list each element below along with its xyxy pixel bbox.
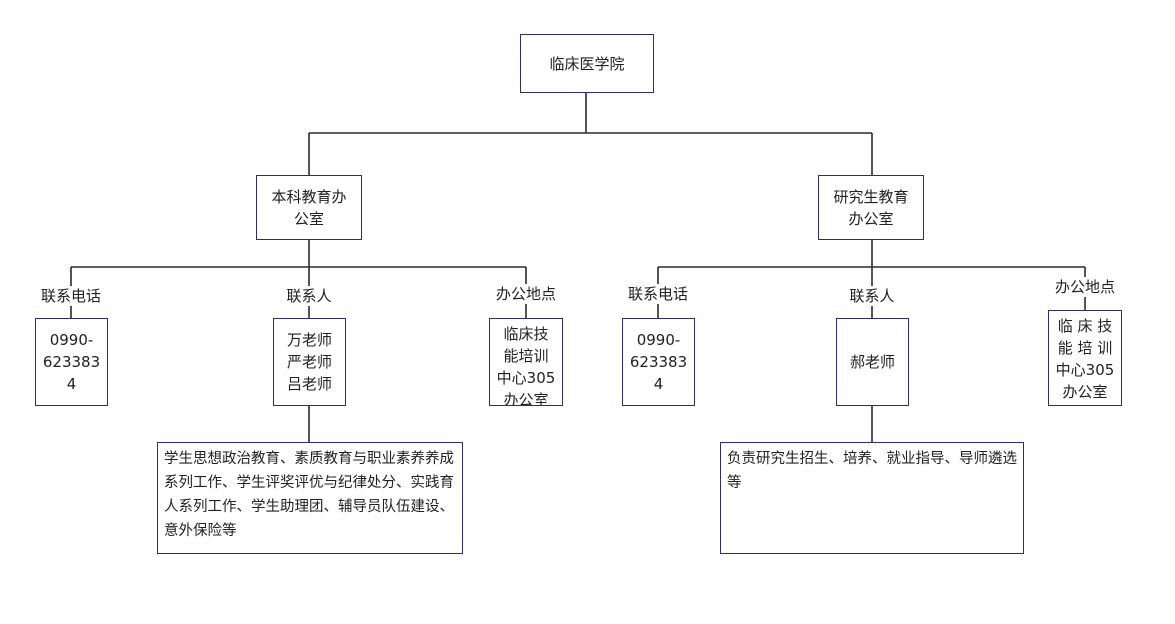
root-node: 临床医学院 [520,34,654,93]
undergrad-duties-box: 学生思想政治教育、素质教育与职业素养养成系列工作、学生评奖评优与纪律处分、实践育… [157,442,463,554]
undergrad-contacts-value: 万老师 严老师 吕老师 [286,331,332,393]
graduate-phone-box: 0990- 623383 4 [622,318,695,406]
graduate-phone-label: 联系电话 [626,284,690,304]
undergrad-location-box: 临床技 能培训 中心305 办公室 [489,318,563,406]
graduate-contacts-value: 郝老师 [849,353,895,371]
graduate-contacts-box: 郝老师 [836,318,909,406]
undergrad-contact-label: 联系人 [285,286,333,306]
undergrad-phone-box: 0990- 623383 4 [35,318,108,406]
graduate-phone-value: 0990- 623383 4 [629,331,688,393]
graduate-location-label: 办公地点 [1053,277,1117,297]
graduate-duties-box: 负责研究生招生、培养、就业指导、导师遴选等 [720,442,1024,554]
graduate-location-value: 临 床 技 能 培 训 中心305 办公室 [1055,317,1115,401]
undergrad-office-node: 本科教育办 公室 [256,175,362,240]
undergrad-contacts-box: 万老师 严老师 吕老师 [273,318,346,406]
undergrad-location-value: 临床技 能培训 中心305 办公室 [496,325,556,406]
root-title: 临床医学院 [549,54,625,73]
undergrad-phone-label: 联系电话 [39,286,103,306]
graduate-duties-text: 负责研究生招生、培养、就业指导、导师遴选等 [727,451,1017,491]
graduate-office-title: 研究生教育 办公室 [833,187,909,228]
undergrad-duties-text: 学生思想政治教育、素质教育与职业素养养成系列工作、学生评奖评优与纪律处分、实践育… [164,451,454,539]
undergrad-location-label: 办公地点 [494,284,558,304]
undergrad-phone-value: 0990- 623383 4 [42,331,101,393]
graduate-location-box: 临 床 技 能 培 训 中心305 办公室 [1048,310,1122,406]
graduate-office-node: 研究生教育 办公室 [818,175,924,240]
graduate-contact-label: 联系人 [848,286,896,306]
undergrad-office-title: 本科教育办 公室 [271,187,347,228]
